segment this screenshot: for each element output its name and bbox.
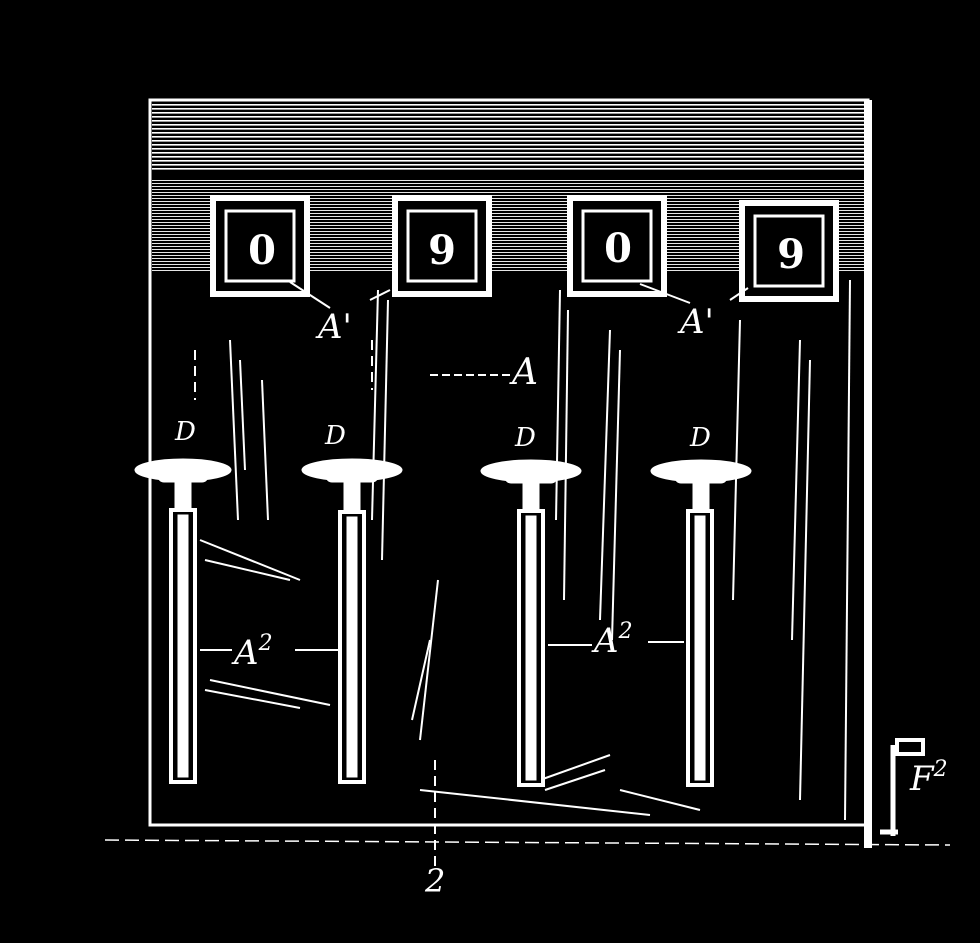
label-a-prime-right: A' [677, 302, 714, 342]
counter-window-2: 9 [392, 195, 492, 297]
label-f2: F2 [909, 757, 948, 799]
label-f2-sup: 2 [933, 757, 948, 782]
counter-windows: 0 9 0 9 [210, 195, 839, 302]
label-a2-right-sup: 2 [618, 619, 633, 644]
label-a2-left-letter: A [231, 633, 259, 673]
label-key-1: D [174, 417, 196, 447]
label-a2-right: A2 [591, 619, 633, 661]
key-4 [650, 459, 752, 787]
crank-handle [880, 738, 925, 836]
label-section: 2 [424, 862, 445, 900]
counter-digit-3: 0 [604, 225, 632, 272]
counter-digit-4: 9 [777, 231, 805, 278]
label-a2-right-letter: A [591, 621, 619, 661]
counter-digit-1: 0 [248, 227, 276, 274]
dashed-guides [194, 340, 436, 870]
label-key-3: D [514, 423, 536, 453]
key-3 [480, 459, 582, 787]
counter-window-3: 0 [567, 195, 667, 297]
key-1 [134, 458, 232, 784]
label-key-2: D [324, 421, 346, 451]
label-a-prime-left: A' [315, 307, 352, 347]
label-a2-left-sup: 2 [258, 631, 273, 656]
counter-window-4: 9 [739, 200, 839, 302]
counter-digit-2: 9 [428, 227, 456, 274]
key-2 [301, 458, 403, 784]
shading-lines [199, 279, 851, 821]
leader-lines [200, 281, 749, 651]
reference-labels: A' A' A D D D D A2 A2 F2 2 [174, 302, 948, 900]
label-f2-letter: F [909, 759, 935, 799]
label-a-center: A [509, 352, 538, 393]
label-key-4: D [689, 423, 711, 453]
counter-window-1: 0 [210, 195, 310, 297]
label-a2-left: A2 [231, 631, 273, 673]
key-plungers [134, 458, 752, 787]
